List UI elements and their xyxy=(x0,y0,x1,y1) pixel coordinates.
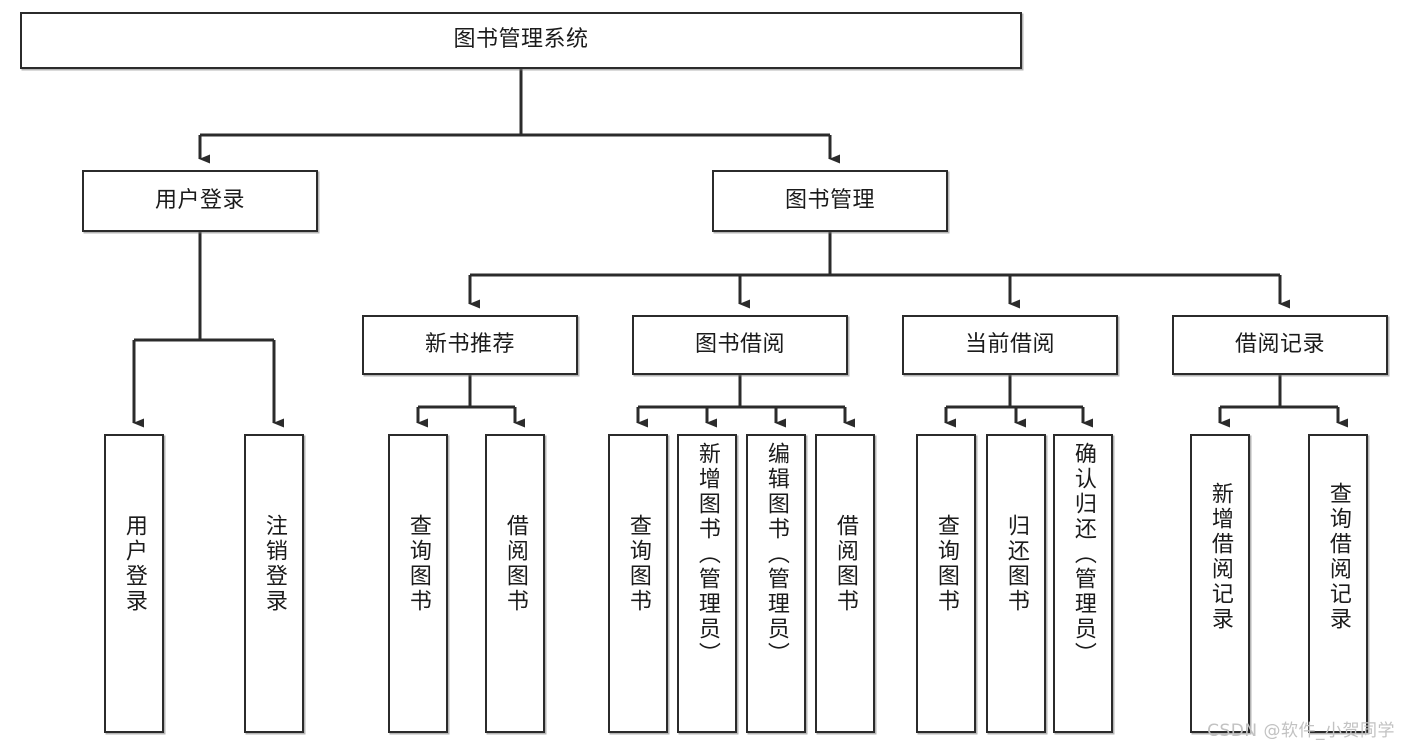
node-book-manage[interactable]: 图书管理 xyxy=(712,170,948,232)
node-leaf-add-record[interactable]: 新增借阅记录 xyxy=(1190,434,1250,733)
node-leaf-borrow-book-1[interactable]: 借阅图书 xyxy=(485,434,545,733)
node-leaf-query-record[interactable]: 查询借阅记录 xyxy=(1308,434,1368,733)
node-leaf-borrow-book-2[interactable]: 借阅图书 xyxy=(815,434,875,733)
node-leaf-edit-book[interactable]: 编辑图书（管理员） xyxy=(746,434,806,733)
node-leaf-add-book-label: 新增图书（管理员） xyxy=(694,442,720,667)
node-leaf-add-book[interactable]: 新增图书（管理员） xyxy=(677,434,737,733)
watermark-text: CSDN @软件_小贺同学 xyxy=(1207,721,1395,741)
node-current-borrow[interactable]: 当前借阅 xyxy=(902,315,1118,375)
node-leaf-logout-label: 注销登录 xyxy=(261,514,287,614)
node-book-manage-label: 图书管理 xyxy=(784,187,875,213)
node-leaf-confirm-return[interactable]: 确认归还（管理员） xyxy=(1053,434,1113,733)
node-borrow-record-label: 借阅记录 xyxy=(1234,331,1325,357)
node-leaf-edit-book-label: 编辑图书（管理员） xyxy=(763,442,789,667)
node-leaf-user-login[interactable]: 用户登录 xyxy=(104,434,164,733)
node-leaf-confirm-return-label: 确认归还（管理员） xyxy=(1070,442,1096,667)
node-leaf-query-book-1[interactable]: 查询图书 xyxy=(388,434,448,733)
node-new-book-rec-label: 新书推荐 xyxy=(424,331,515,357)
node-current-borrow-label: 当前借阅 xyxy=(964,331,1055,357)
node-leaf-query-book-3[interactable]: 查询图书 xyxy=(916,434,976,733)
node-new-book-rec[interactable]: 新书推荐 xyxy=(362,315,578,375)
node-leaf-add-record-label: 新增借阅记录 xyxy=(1207,482,1233,632)
node-leaf-query-book-2[interactable]: 查询图书 xyxy=(608,434,668,733)
node-leaf-return-book[interactable]: 归还图书 xyxy=(986,434,1046,733)
node-leaf-borrow-book-1-label: 借阅图书 xyxy=(502,514,528,614)
node-leaf-return-book-label: 归还图书 xyxy=(1003,514,1029,614)
node-leaf-query-record-label: 查询借阅记录 xyxy=(1325,482,1351,632)
node-leaf-query-book-2-label: 查询图书 xyxy=(625,514,651,614)
node-leaf-logout[interactable]: 注销登录 xyxy=(244,434,304,733)
node-user-login-label: 用户登录 xyxy=(154,187,245,213)
node-root[interactable]: 图书管理系统 xyxy=(20,12,1022,69)
node-book-borrow-label: 图书借阅 xyxy=(694,331,785,357)
node-leaf-borrow-book-2-label: 借阅图书 xyxy=(832,514,858,614)
node-root-label: 图书管理系统 xyxy=(453,27,589,53)
node-borrow-record[interactable]: 借阅记录 xyxy=(1172,315,1388,375)
node-leaf-query-book-1-label: 查询图书 xyxy=(405,514,431,614)
node-leaf-query-book-3-label: 查询图书 xyxy=(933,514,959,614)
node-leaf-user-login-label: 用户登录 xyxy=(121,514,147,614)
node-user-login[interactable]: 用户登录 xyxy=(82,170,318,232)
node-book-borrow[interactable]: 图书借阅 xyxy=(632,315,848,375)
